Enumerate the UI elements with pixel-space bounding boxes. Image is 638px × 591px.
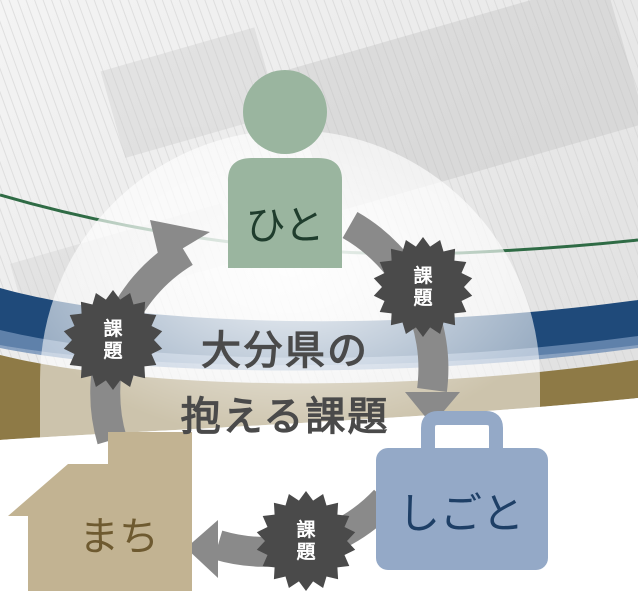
town-label: まち	[79, 514, 159, 560]
person-head	[243, 70, 327, 154]
arrowhead-to-work	[405, 392, 460, 425]
badge-work-to-town	[256, 491, 356, 591]
badge-label-town-to-person: 課題	[103, 318, 123, 362]
center-title-line1: 大分県の	[201, 328, 369, 374]
arrow-heads	[150, 220, 460, 578]
person-node	[228, 70, 342, 268]
person-body	[228, 158, 342, 268]
arrowhead-to-person	[150, 220, 210, 262]
center-glow	[40, 130, 540, 440]
badge-person-to-work	[373, 237, 473, 337]
badge-label-person-to-work: 課題	[413, 265, 433, 309]
badge-town-to-person	[63, 290, 163, 390]
badge-label-work-to-town: 課題	[296, 519, 316, 563]
arrowhead-to-town	[186, 520, 218, 578]
work-node	[376, 411, 548, 570]
house-shape	[8, 432, 192, 591]
town-node	[8, 432, 192, 591]
center-title-line2: 抱える課題	[180, 394, 390, 440]
person-label: ひと	[245, 203, 325, 249]
briefcase-handle	[421, 411, 503, 452]
badges	[63, 237, 473, 591]
briefcase-body	[376, 448, 548, 570]
work-label: しごと	[397, 489, 524, 538]
